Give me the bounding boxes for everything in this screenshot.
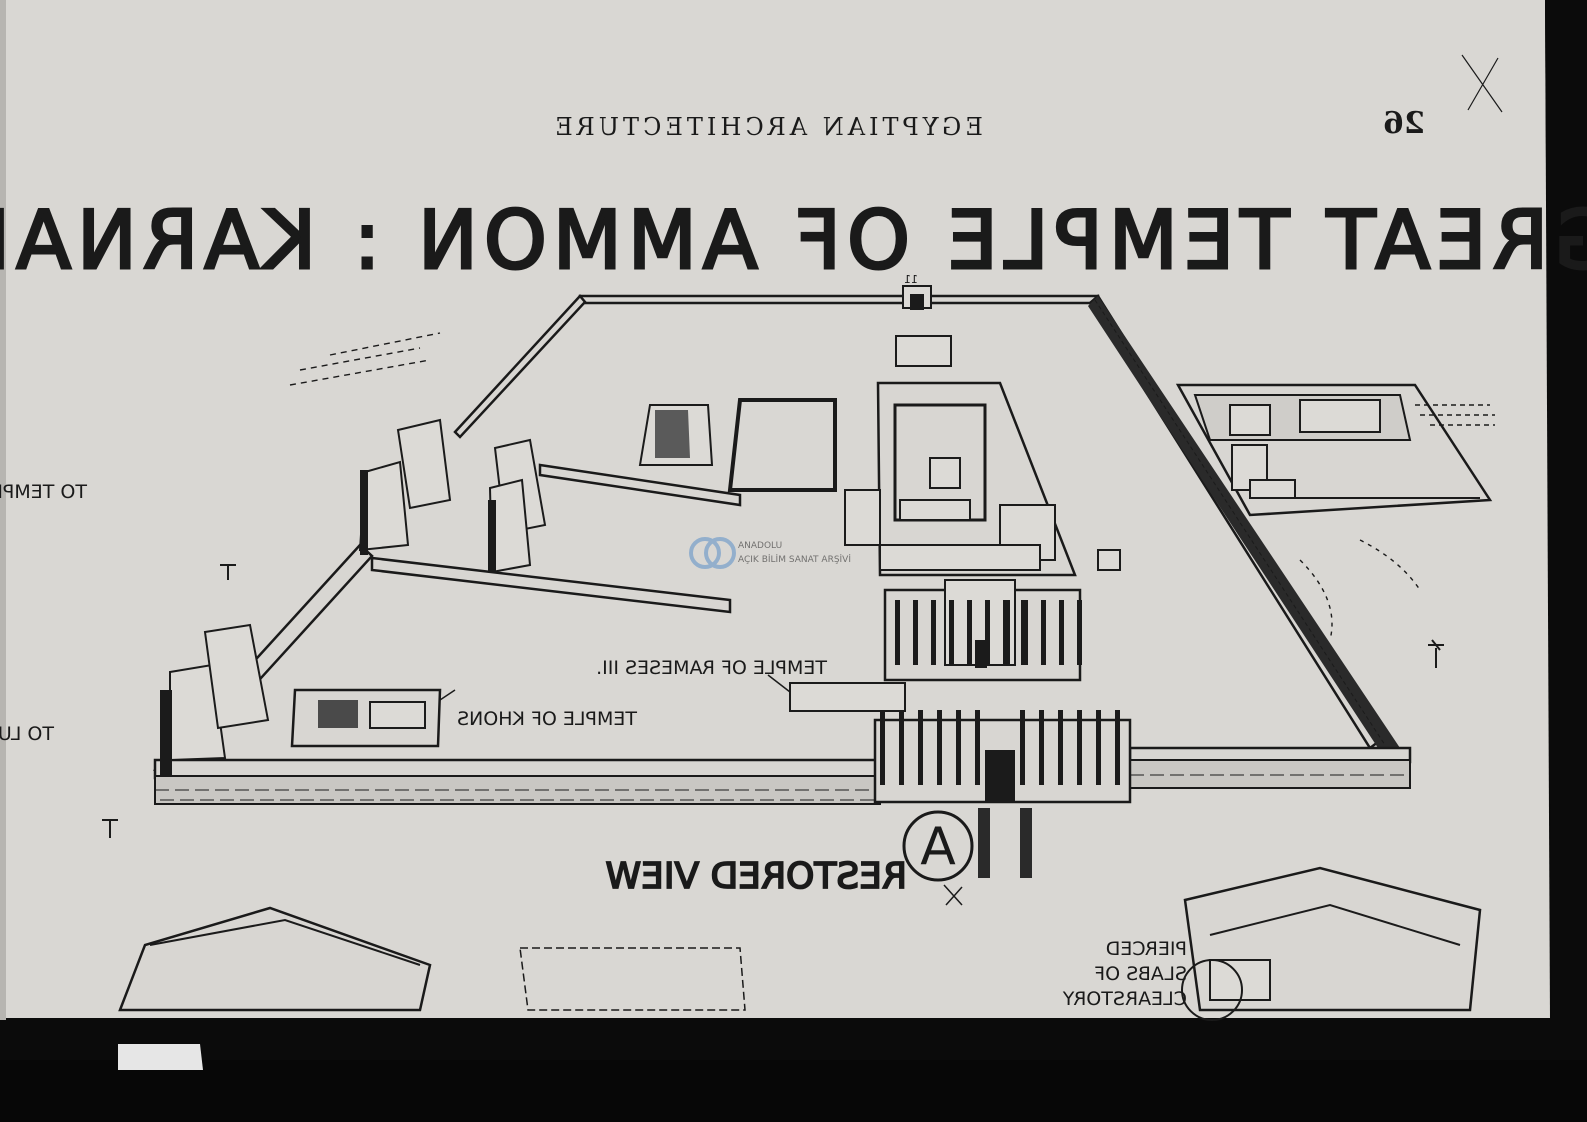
- column: [1020, 710, 1025, 785]
- column: [1077, 600, 1082, 665]
- column: [975, 710, 980, 785]
- column: [931, 600, 936, 665]
- page-number: 26: [1383, 106, 1425, 141]
- gate-number: 11: [904, 273, 918, 286]
- label-clerestory-2: SLABS OF: [1094, 963, 1187, 985]
- column: [949, 600, 954, 665]
- label-clerestory-3: CLEARSTORY: [1062, 988, 1187, 1010]
- palm-trees: [102, 564, 1444, 838]
- column: [1023, 600, 1028, 665]
- label-clerestory-1: PIERCED: [1106, 938, 1187, 960]
- view-marker-a: A: [902, 810, 974, 906]
- column: [1096, 710, 1101, 785]
- column: [937, 710, 942, 785]
- khons-temple: [290, 688, 456, 748]
- east-annex: [1175, 383, 1493, 517]
- detail-drawings: [118, 866, 1482, 1021]
- label-to-luxor: TO LUXOR: [0, 723, 55, 745]
- south-pylons: [160, 623, 270, 775]
- west-pylons: [358, 418, 547, 575]
- mirrored-text-group: EGYPTIAN ARCHITECTURE 26 GREAT TEMPLE OF…: [0, 106, 1587, 1010]
- column: [899, 710, 904, 785]
- courts: [370, 398, 837, 614]
- corner-x-mark: [1461, 54, 1503, 113]
- column-rows: [880, 600, 1120, 785]
- pencil-mark: [943, 884, 963, 906]
- watermark-line-1: ANADOLU: [738, 541, 782, 551]
- column: [1039, 710, 1044, 785]
- terrain-marks: [289, 332, 1495, 641]
- column: [1041, 600, 1046, 665]
- label-to-temple-of-mut: TO TEMPLE OF MUT: [0, 481, 88, 503]
- north-gate: [895, 285, 952, 367]
- plate-title: GREAT TEMPLE OF AMMON : KARNAK: [0, 194, 1587, 287]
- central-complex: [844, 381, 1121, 577]
- label-restored-view: RESTORED VIEW: [606, 856, 907, 897]
- column: [913, 600, 918, 665]
- column: [918, 710, 923, 785]
- column: [956, 710, 961, 785]
- watermark: ANADOLU AÇIK BİLİM SANAT ARŞİVİ: [689, 537, 851, 569]
- view-letter: A: [920, 817, 956, 877]
- column: [895, 600, 900, 665]
- column: [1077, 710, 1082, 785]
- column: [1059, 600, 1064, 665]
- column: [880, 710, 885, 785]
- sphinx-avenue: [978, 808, 1032, 878]
- column: [1115, 710, 1120, 785]
- rameses-temple: [767, 674, 906, 712]
- column: [985, 600, 990, 665]
- watermark-line-2: AÇIK BİLİM SANAT ARŞİVİ: [738, 554, 851, 565]
- column: [1005, 600, 1010, 665]
- column: [1058, 710, 1063, 785]
- header-text: EGYPTIAN ARCHITECTURE: [551, 113, 983, 141]
- label-temple-of-rameses: TEMPLE OF RAMESES III.: [596, 657, 828, 679]
- column: [967, 600, 972, 665]
- label-temple-of-khons: TEMPLE OF KHONS: [457, 708, 638, 730]
